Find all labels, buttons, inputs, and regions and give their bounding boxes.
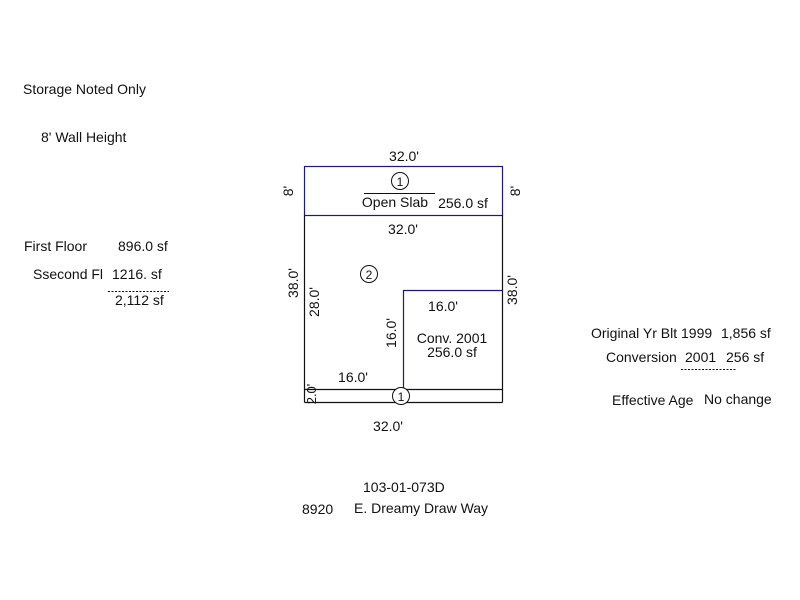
strip-dimension: 2.0' <box>304 384 319 405</box>
street-name: E. Dreamy Draw Way <box>354 500 489 516</box>
slab-left-dimension: 8' <box>280 186 296 196</box>
first-floor-label: First Floor <box>24 238 87 254</box>
conversion-area-label: 256.0 sf <box>427 344 477 360</box>
first-floor-value: 896.0 sf <box>118 238 168 254</box>
slab-right-dimension: 8' <box>507 186 523 196</box>
bottom-marker-circle <box>392 387 410 405</box>
wall-height-note: 8' Wall Height <box>41 129 127 145</box>
effective-age-value: No change <box>704 391 772 407</box>
mid-dimension: 32.0' <box>388 221 418 237</box>
bottom-inner-dimension: 16.0' <box>338 369 368 385</box>
bottom-dimension: 32.0' <box>373 418 403 434</box>
conversion-year: 2001 <box>685 349 717 365</box>
top-dimension: 32.0' <box>389 148 419 164</box>
main-marker-number: 2 <box>366 268 373 282</box>
main-marker-circle <box>360 265 378 283</box>
bottom-marker-number: 1 <box>398 390 405 404</box>
parcel-number: 103-01-073D <box>363 479 445 495</box>
conversion-label: Conv. 2001 <box>417 330 488 346</box>
second-floor-label: Ssecond Fl <box>33 266 104 282</box>
conversion-outline <box>402 289 503 403</box>
storage-note: Storage Noted Only <box>23 81 146 97</box>
left-outer-dimension: 38.0' <box>285 268 301 298</box>
left-inner-dimension: 28.0' <box>306 287 322 317</box>
conversion-top-dimension: 16.0' <box>428 298 458 314</box>
conversion-left-dimension: 16.0' <box>383 318 399 348</box>
house-number: 8920 <box>302 501 334 517</box>
total-area: 2,112 sf <box>115 292 164 308</box>
original-area: 1,856 sf <box>721 325 771 341</box>
open-slab-outline <box>303 165 504 217</box>
second-floor-value: 1216. sf <box>112 266 162 282</box>
effective-age-label: Effective Age <box>612 392 694 408</box>
conversion-label: Conversion <box>606 349 677 365</box>
slab-label: Open Slab <box>362 194 428 210</box>
original-year-label: Original Yr Blt 1999 <box>591 325 713 341</box>
slab-marker-circle <box>391 172 409 190</box>
conversion-area: 256 sf <box>726 349 765 365</box>
slab-marker-number: 1 <box>397 175 404 189</box>
slab-area: 256.0 sf <box>438 195 488 211</box>
right-outer-dimension: 38.0' <box>504 275 520 305</box>
